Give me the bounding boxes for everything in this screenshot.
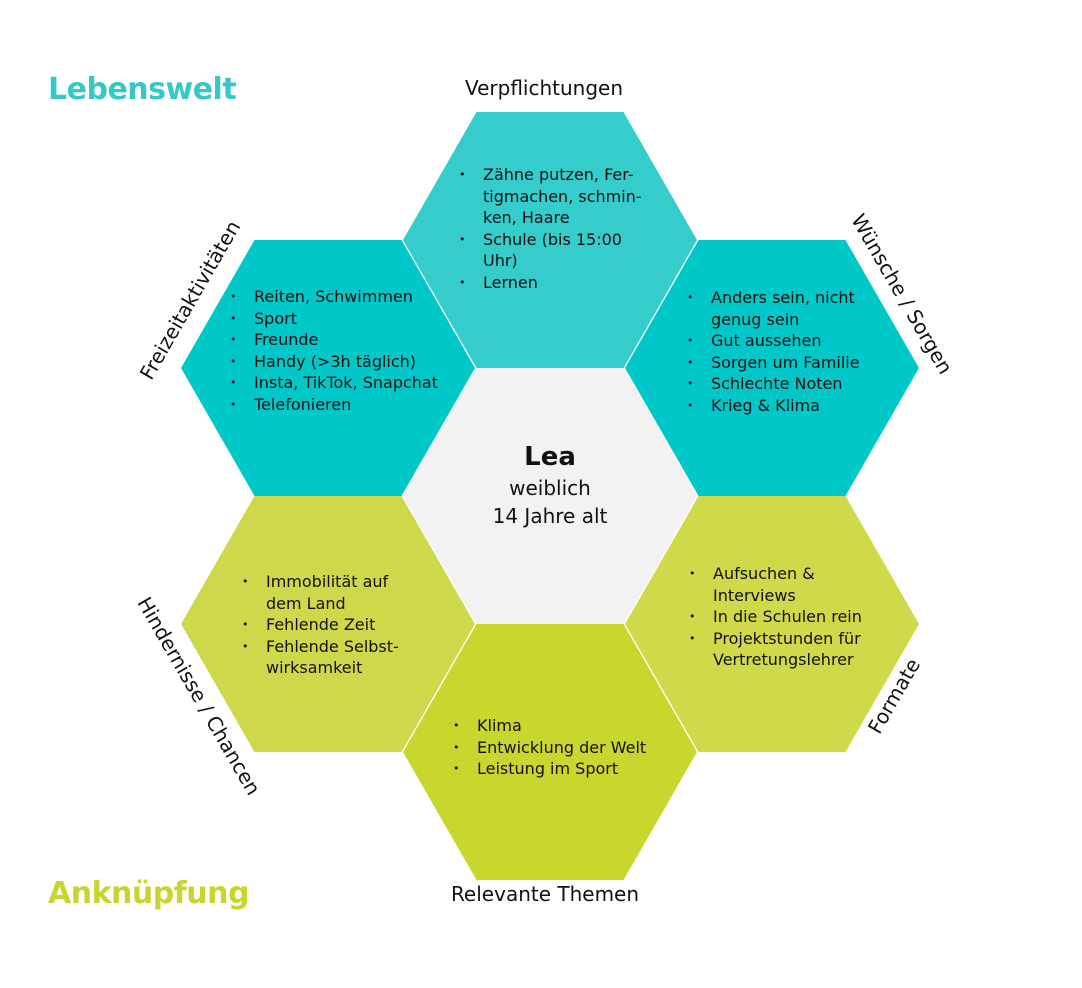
list-item: Insta, TikTok, Snapchat bbox=[230, 372, 460, 394]
list-item: In die Schulen rein bbox=[689, 606, 899, 628]
list-item: Handy (>3h täglich) bbox=[230, 351, 460, 373]
list-item: Entwicklung der Welt bbox=[453, 737, 673, 759]
list-item: Leistung im Sport bbox=[453, 758, 673, 780]
relevante-themen-list: KlimaEntwicklung der WeltLeistung im Spo… bbox=[453, 715, 673, 780]
formate-list: Aufsuchen &InterviewsIn die Schulen rein… bbox=[689, 563, 899, 671]
list-item: Freunde bbox=[230, 329, 460, 351]
label-verpflichtungen: Verpflichtungen bbox=[464, 76, 624, 100]
verpflichtungen-list: Zähne putzen, Fer-tigmachen, schmin-ken,… bbox=[459, 164, 659, 293]
list-item: Fehlende Selbst-wirksamkeit bbox=[242, 636, 442, 679]
list-item: Sport bbox=[230, 308, 460, 330]
anknuepfung-heading: Anknüpfung bbox=[48, 876, 249, 911]
persona-name: Lea bbox=[524, 442, 576, 472]
persona-age: 14 Jahre alt bbox=[492, 504, 608, 528]
list-item: Schlechte Noten bbox=[687, 373, 887, 395]
persona-card: Lea weiblich 14 Jahre alt bbox=[403, 440, 697, 530]
list-item: Reiten, Schwimmen bbox=[230, 286, 460, 308]
list-item: Zähne putzen, Fer-tigmachen, schmin-ken,… bbox=[459, 164, 659, 229]
freizeitaktivitaeten-list: Reiten, SchwimmenSportFreundeHandy (>3h … bbox=[230, 286, 460, 415]
list-item: Telefonieren bbox=[230, 394, 460, 416]
list-item: Aufsuchen &Interviews bbox=[689, 563, 899, 606]
list-item: Krieg & Klima bbox=[687, 395, 887, 417]
persona-gender: weiblich bbox=[509, 476, 591, 500]
list-item: Sorgen um Familie bbox=[687, 352, 887, 374]
lebenswelt-heading: Lebenswelt bbox=[48, 72, 237, 107]
list-item: Lernen bbox=[459, 272, 659, 294]
list-item: Gut aussehen bbox=[687, 330, 887, 352]
label-relevante-themen: Relevante Themen bbox=[450, 882, 640, 906]
list-item: Fehlende Zeit bbox=[242, 614, 442, 636]
list-item: Klima bbox=[453, 715, 673, 737]
